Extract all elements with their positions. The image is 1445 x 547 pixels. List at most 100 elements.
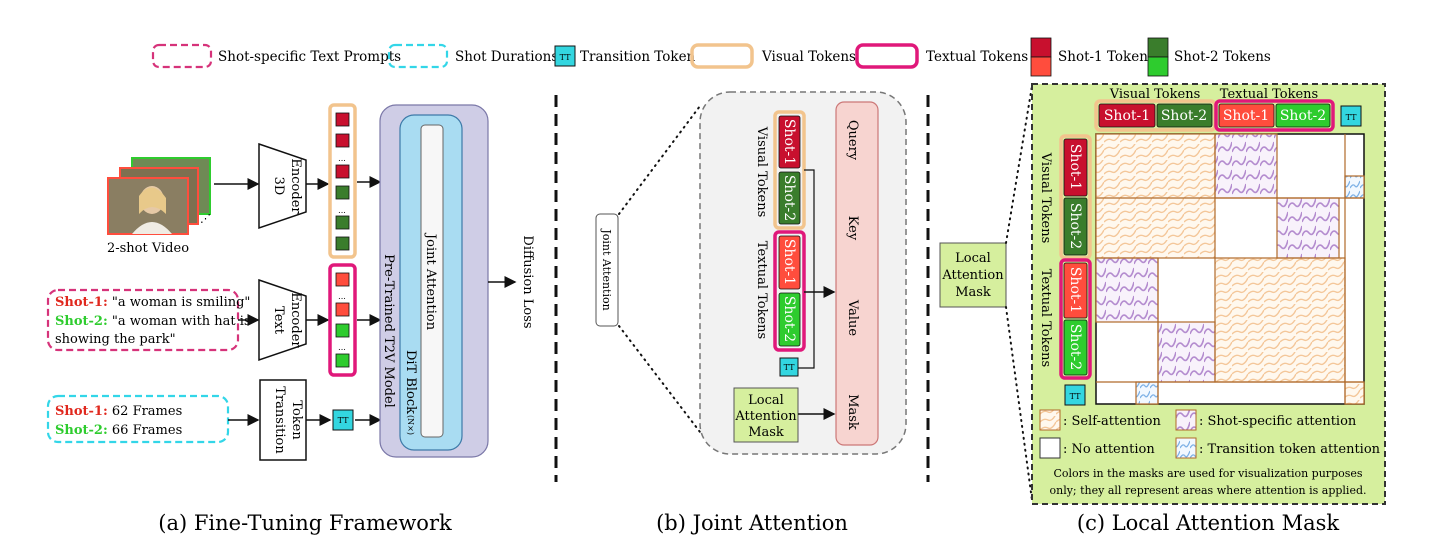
c-top-textual-shot2 bbox=[1275, 103, 1331, 128]
joint-attention-small bbox=[595, 213, 619, 327]
panel-a: ⋰ 2-shot Video 3D Encoder ... ... Shot-1… bbox=[46, 103, 535, 535]
legend-shot1-light bbox=[1030, 56, 1052, 77]
b-textual-label: Textual Tokens bbox=[754, 241, 769, 339]
c-top-tt bbox=[1340, 105, 1362, 127]
c-left-textual-shot2 bbox=[1063, 319, 1088, 376]
dit-block-label: DiT Block bbox=[403, 350, 418, 414]
panel-c: Local Attention Mask Visual Tokens Textu… bbox=[939, 83, 1386, 535]
c-local-mask-line2: Attention bbox=[941, 268, 1004, 283]
visual-token-shot1-c bbox=[335, 164, 350, 179]
text-ellipsis-1: ... bbox=[338, 292, 346, 301]
cell-textual-textual bbox=[1215, 258, 1345, 382]
visual-token-shot2-b bbox=[335, 215, 350, 230]
prompt-box bbox=[46, 288, 240, 352]
c-left-visual-shot1 bbox=[1063, 138, 1088, 197]
prompt-shot2-cont: showing the park" bbox=[55, 332, 176, 347]
b-visual-label: Visual Tokens bbox=[754, 126, 769, 218]
cell-visual-visual bbox=[1096, 134, 1215, 258]
encoder-3d-line2: Encoder bbox=[288, 158, 303, 214]
c-top-visual-shot2 bbox=[1156, 103, 1213, 128]
b-visual-shot1-label: Shot-1 bbox=[781, 119, 797, 165]
svg-text:⋰: ⋰ bbox=[200, 212, 211, 225]
value-label: Value bbox=[845, 299, 860, 336]
dit-repeat-label: (N×) bbox=[406, 415, 415, 435]
caption-c: (c) Local Attention Mask bbox=[1077, 511, 1340, 535]
joint-attention-inner bbox=[420, 124, 444, 438]
c-local-mask-line1: Local bbox=[955, 251, 991, 266]
attention-mask-matrix bbox=[1095, 133, 1365, 405]
transition-line2: Token bbox=[289, 400, 304, 440]
text-encoder-shape bbox=[258, 278, 307, 362]
c-left-textual-shot1 bbox=[1063, 262, 1088, 319]
c-legend-none-label: : No attention bbox=[1063, 442, 1155, 457]
prompt-shot2: Shot-2: "a woman with hat is bbox=[55, 314, 251, 329]
encoder-3d-shape bbox=[258, 142, 307, 230]
legend-shot2-light bbox=[1147, 56, 1169, 77]
b-local-mask-box bbox=[733, 387, 799, 443]
text-token-shot2-a bbox=[335, 323, 350, 338]
legend-textual-label: Textual Tokens bbox=[926, 49, 1028, 65]
visual-ellipsis-1: ... bbox=[338, 154, 346, 163]
b-textual-shot1 bbox=[778, 235, 801, 290]
c-top-visual-label: Visual Tokens bbox=[1109, 87, 1201, 102]
visual-token-shot2-c bbox=[335, 236, 350, 251]
legend-visual-swatch bbox=[690, 43, 754, 69]
cell-tt-v1end bbox=[1136, 382, 1158, 404]
b-token-bracket bbox=[798, 169, 815, 369]
b-tt-glyph: TT bbox=[784, 363, 795, 372]
caption-a: (a) Fine-Tuning Framework bbox=[158, 511, 452, 535]
text-ellipsis-2: ... bbox=[338, 343, 346, 352]
c-left-tt bbox=[1064, 384, 1086, 406]
textual-token-column bbox=[328, 263, 357, 377]
cell-v1-t1 bbox=[1215, 134, 1277, 198]
duration-shot1: Shot-1: 62 Frames bbox=[55, 404, 182, 419]
visual-token-shot1-b bbox=[335, 133, 350, 148]
cell-v1end-tt bbox=[1345, 176, 1364, 198]
legend-duration-swatch bbox=[387, 43, 449, 69]
duration-box bbox=[46, 394, 230, 444]
b-tt-token bbox=[779, 357, 799, 377]
legend-duration-label: Shot Durations bbox=[455, 49, 558, 65]
cell-tt-tt bbox=[1345, 382, 1364, 404]
legend-tt-swatch bbox=[554, 45, 576, 67]
c-left-tt-glyph: TT bbox=[1070, 392, 1081, 401]
legend-visual-label: Visual Tokens bbox=[761, 49, 856, 65]
c-top-textual-group bbox=[1214, 99, 1335, 132]
visual-ellipsis-2: ... bbox=[338, 206, 346, 215]
c-left-visual-label: Visual Tokens bbox=[1038, 152, 1053, 244]
diffusion-loss-label: Diffusion Loss bbox=[520, 235, 535, 328]
c-left-visual-group bbox=[1059, 134, 1092, 260]
c-left-textual-shot2-label: Shot-2 bbox=[1067, 324, 1083, 370]
duration-shot2: Shot-2: 66 Frames bbox=[55, 423, 182, 438]
visual-token-column bbox=[328, 103, 357, 259]
c-legend-tt-label: : Transition token attention bbox=[1199, 442, 1381, 457]
video-label: 2-shot Video bbox=[107, 241, 189, 256]
c-left-textual-label: Textual Tokens bbox=[1038, 269, 1053, 367]
b-local-mask-line1: Local bbox=[748, 393, 784, 408]
c-local-mask-box bbox=[939, 242, 1007, 308]
cell-v2-t2 bbox=[1277, 198, 1339, 258]
video-frames-icon: ⋰ bbox=[107, 157, 211, 235]
c-legend-shot-swatch bbox=[1175, 409, 1197, 431]
key-label: Key bbox=[845, 216, 860, 241]
c-top-textual-shot2-label: Shot-2 bbox=[1280, 108, 1326, 124]
legend-prompt-label: Shot-specific Text Prompts bbox=[218, 49, 401, 65]
qkv-column bbox=[835, 101, 879, 446]
c-top-textual-shot1-label: Shot-1 bbox=[1223, 108, 1269, 124]
cell-t2-v2 bbox=[1158, 322, 1215, 382]
c-top-textual-label: Textual Tokens bbox=[1220, 87, 1318, 102]
mask-label: Mask bbox=[845, 394, 860, 430]
c-legend-self-swatch bbox=[1039, 409, 1061, 431]
c-top-visual-shot2-label: Shot-2 bbox=[1161, 108, 1207, 124]
legend-shot1-label: Shot-1 Tokens bbox=[1058, 49, 1155, 65]
c-left-visual-shot2 bbox=[1063, 197, 1088, 256]
query-label: Query bbox=[845, 120, 860, 161]
panel-b: Joint Attention Shot-1 Shot-2 Visual Tok… bbox=[595, 91, 907, 535]
b-textual-shot2 bbox=[778, 292, 801, 347]
encoder-3d-line1: 3D bbox=[271, 177, 286, 196]
c-legend-tt-swatch bbox=[1175, 437, 1197, 459]
c-left-visual-shot1-label: Shot-1 bbox=[1067, 144, 1083, 190]
b-textual-shot2-label: Shot-2 bbox=[781, 296, 797, 342]
c-local-mask-line3: Mask bbox=[955, 285, 991, 300]
legend: Shot-specific Text Prompts Shot Duration… bbox=[151, 37, 1271, 77]
